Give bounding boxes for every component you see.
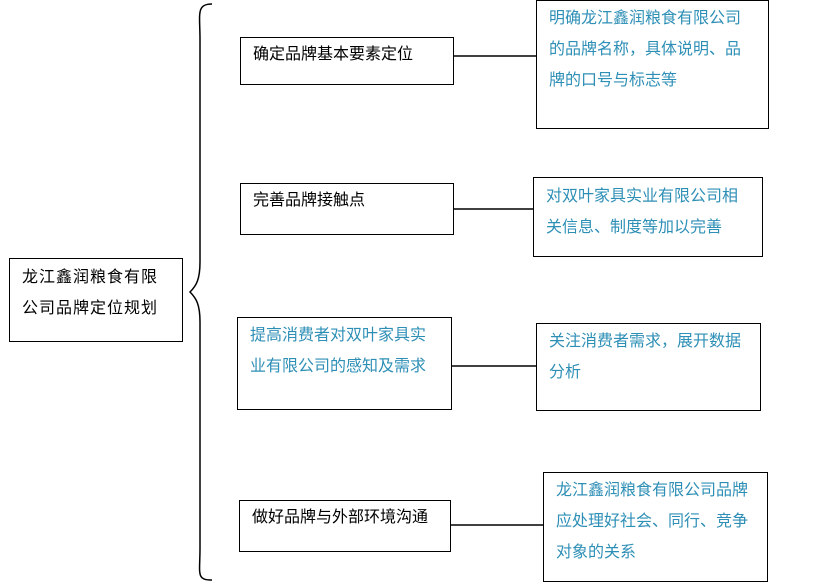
branch-label-3: 提高消费者对双叶家具实业有限公司的感知及需求: [237, 317, 452, 410]
root-text: 龙江鑫润粮食有限公司品牌定位规划: [22, 267, 159, 317]
branch-detail-2: 对双叶家具实业有限公司相关信息、制度等加以完善: [533, 177, 763, 257]
branch-label-1-text: 确定品牌基本要素定位: [253, 44, 414, 63]
branch-detail-4: 龙江鑫润粮食有限公司品牌应处理好社会、同行、竞争对象的关系: [543, 472, 768, 582]
branch-detail-3: 关注消费者需求，展开数据分析: [536, 323, 761, 411]
branch-detail-2-text: 对双叶家具实业有限公司相关信息、制度等加以完善: [546, 186, 739, 236]
branch-detail-4-text: 龙江鑫润粮食有限公司品牌应处理好社会、同行、竞争对象的关系: [556, 480, 749, 561]
branch-detail-1-text: 明确龙江鑫润粮食有限公司的品牌名称，具体说明、品牌的口号与标志等: [549, 8, 742, 89]
branch-label-4: 做好品牌与外部环境沟通: [239, 500, 451, 552]
branch-label-4-text: 做好品牌与外部环境沟通: [252, 507, 429, 526]
root-node: 龙江鑫润粮食有限公司品牌定位规划: [9, 258, 183, 342]
branch-label-2: 完善品牌接触点: [240, 183, 454, 235]
branch-label-2-text: 完善品牌接触点: [253, 190, 366, 209]
branch-detail-3-text: 关注消费者需求，展开数据分析: [549, 331, 742, 381]
brace: [188, 3, 213, 581]
branch-label-3-text: 提高消费者对双叶家具实业有限公司的感知及需求: [250, 325, 427, 375]
branch-detail-1: 明确龙江鑫润粮食有限公司的品牌名称，具体说明、品牌的口号与标志等: [536, 0, 769, 129]
branch-label-1: 确定品牌基本要素定位: [240, 37, 454, 85]
